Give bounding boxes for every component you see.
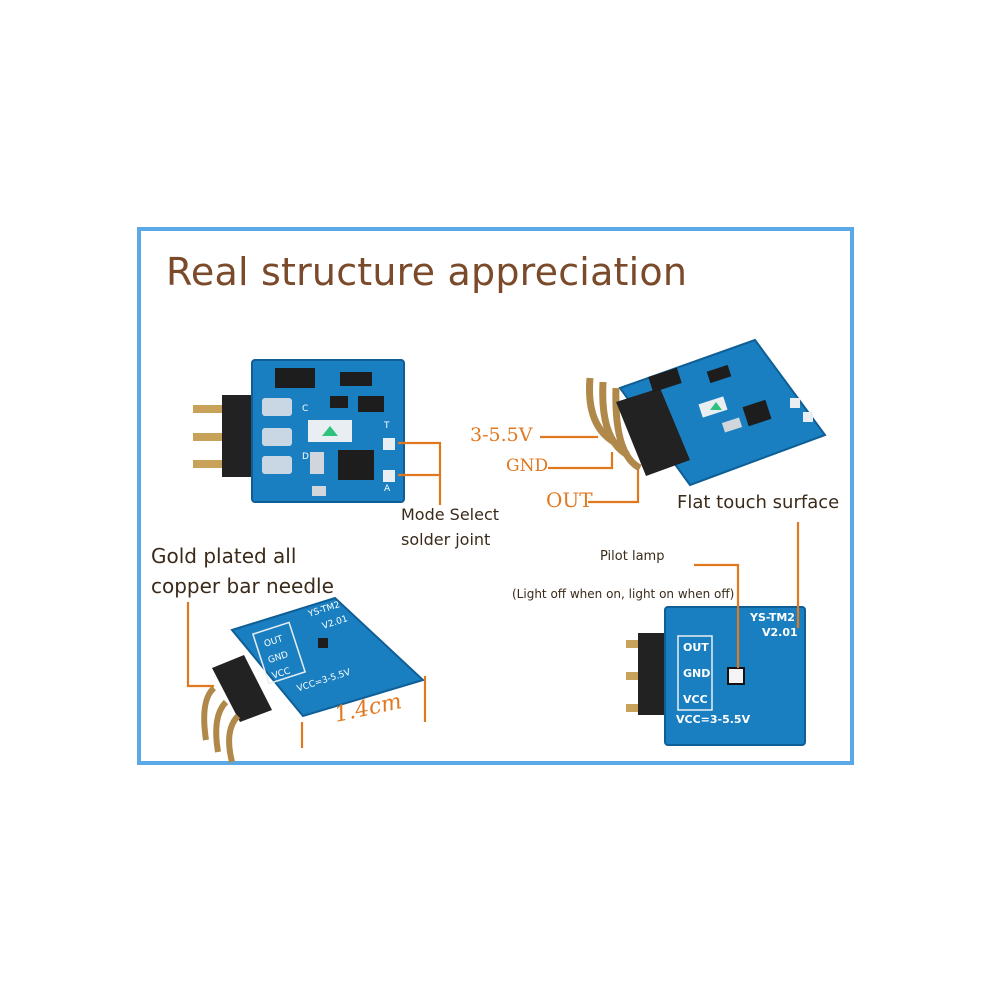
board-label-out: OUT bbox=[683, 641, 709, 654]
label-pilot-note: (Light off when on, light on when off) bbox=[512, 587, 735, 601]
page-title: Real structure appreciation bbox=[166, 250, 688, 294]
board-label-d: D bbox=[302, 452, 309, 462]
board-label-a: A bbox=[384, 484, 391, 494]
pilot-lamp-led bbox=[727, 667, 745, 685]
annotation-gold-pins bbox=[186, 602, 214, 688]
board-label-model: YS-TM2 bbox=[750, 611, 795, 624]
board-label-version: V2.01 bbox=[762, 626, 798, 639]
annotation-mode-select bbox=[398, 441, 442, 505]
label-mode-select-line1: Mode Select bbox=[401, 505, 500, 524]
board-label-vcc: VCC bbox=[683, 693, 708, 706]
board-top-right bbox=[586, 338, 827, 487]
board-label-t: T bbox=[384, 421, 390, 431]
label-gnd: GND bbox=[506, 456, 549, 476]
board-bottom-right bbox=[626, 606, 806, 746]
label-mode-select-line2: solder joint bbox=[401, 530, 491, 549]
board-bottom-left bbox=[201, 596, 425, 763]
label-pilot-lamp: Pilot lamp bbox=[600, 549, 665, 564]
annotation-size bbox=[300, 676, 427, 748]
label-gold-plated-line1: Gold plated all bbox=[151, 544, 297, 568]
led-icon bbox=[322, 426, 338, 436]
label-gold-plated-line2: copper bar needle bbox=[151, 574, 334, 598]
label-voltage: 3-5.5V bbox=[470, 424, 533, 446]
pins-top-left bbox=[193, 395, 252, 477]
board-label-vcc-range: VCC=3-5.5V bbox=[676, 713, 751, 726]
label-out: OUT bbox=[546, 488, 593, 512]
board-label-c: C bbox=[302, 404, 309, 414]
label-flat-touch-surface: Flat touch surface bbox=[677, 492, 840, 513]
annotation-pins-top-right bbox=[540, 435, 640, 504]
board-top-left bbox=[193, 359, 405, 503]
annotation-pilot-lamp bbox=[694, 563, 740, 668]
board-label-gnd: GND bbox=[683, 667, 711, 680]
ic-chip bbox=[338, 450, 374, 480]
